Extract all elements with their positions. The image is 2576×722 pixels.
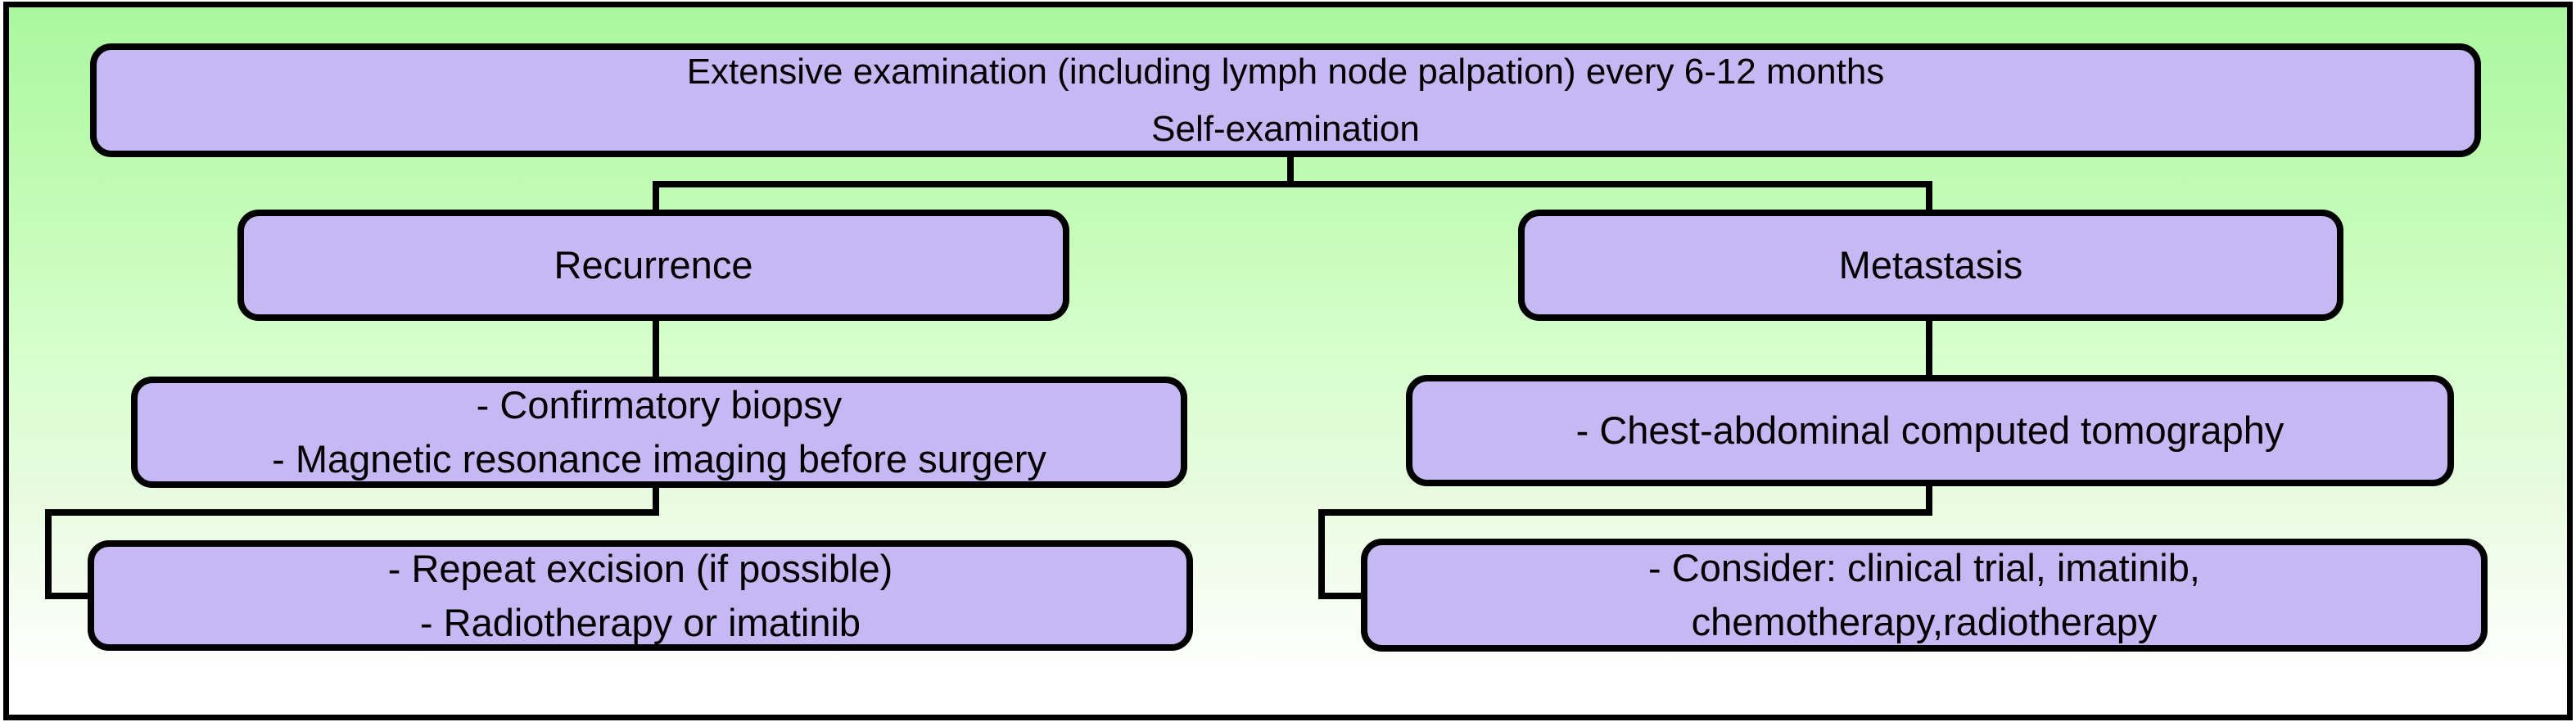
connector-right-elbow-stub (1318, 593, 1369, 599)
connector-right-elbow-rail (1318, 509, 1932, 516)
node-metastasis-label: Metastasis (1838, 243, 2023, 287)
connector-drop-recurrence (653, 181, 659, 215)
connector-right-elbow-drop (1318, 509, 1325, 599)
node-recurrence-label: Recurrence (554, 243, 753, 287)
connector-branch-rail (653, 181, 1932, 187)
node-recurrence: Recurrence (237, 210, 1069, 321)
connector-right-elbow-stem (1926, 483, 1932, 516)
connector-left-elbow-drop (45, 509, 52, 599)
connector-drop-metastasis (1926, 181, 1932, 215)
connector-left-elbow-rail (45, 509, 659, 516)
node-recurrence-treatment-line1: - Repeat excision (if possible) (387, 546, 893, 590)
node-recurrence-treatment-line2: - Radiotherapy or imatinib (419, 600, 861, 644)
node-metastasis-workup: - Chest-abdominal computed tomography (1406, 375, 2454, 486)
connector-recurrence-to-workup (653, 318, 659, 381)
connector-metastasis-to-workup (1926, 318, 1932, 380)
connector-left-elbow-stem (653, 485, 659, 516)
node-metastasis-treatment-line2: chemotherapy,radiotherapy (1691, 600, 2158, 643)
node-surveillance-line2: Self-examination (1151, 108, 1420, 149)
node-surveillance: Extensive examination (including lymph n… (90, 43, 2481, 157)
node-recurrence-workup: - Confirmatory biopsy - Magnetic resonan… (131, 377, 1187, 488)
node-recurrence-workup-line1: - Confirmatory biopsy (476, 383, 843, 426)
node-surveillance-line1: Extensive examination (including lymph n… (686, 51, 1885, 92)
node-recurrence-treatment: - Repeat excision (if possible) - Radiot… (88, 540, 1193, 651)
connector-left-elbow-stub (45, 593, 96, 599)
node-recurrence-workup-line2: - Magnetic resonance imaging before surg… (272, 437, 1046, 481)
node-metastasis-treatment: - Consider: clinical trial, imatinib, ch… (1361, 539, 2488, 652)
connector-surveillance-stem (1287, 156, 1294, 187)
node-metastasis-workup-line1: - Chest-abdominal computed tomography (1575, 408, 2285, 452)
node-metastasis: Metastasis (1518, 210, 2343, 321)
node-metastasis-treatment-line1: - Consider: clinical trial, imatinib, (1648, 546, 2200, 589)
